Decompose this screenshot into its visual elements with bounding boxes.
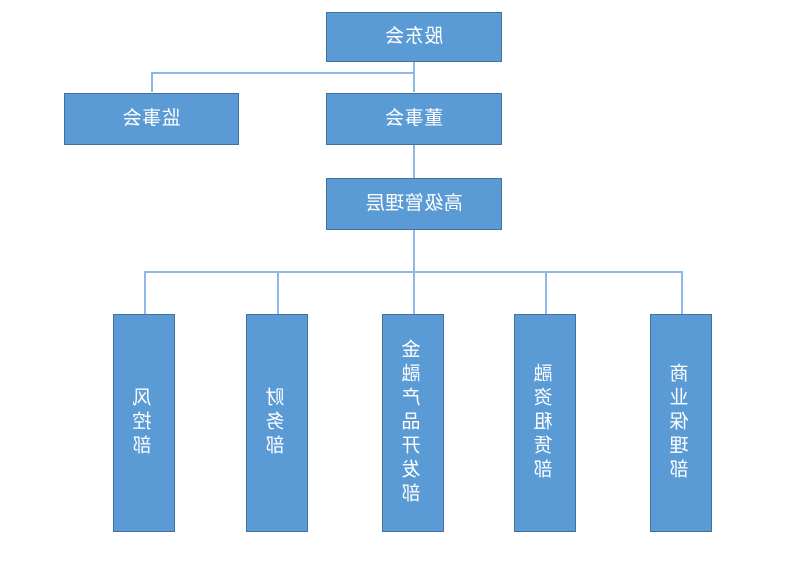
connector-shareholders-down — [413, 61, 415, 73]
node-financial-leasing-dept[interactable]: 融资租赁部 — [514, 314, 576, 532]
node-label-financial-leasing-dept: 融资租赁部 — [533, 363, 556, 483]
node-label-financial-product-development-dept: 金融产品开发部 — [401, 339, 424, 507]
node-label-board-of-directors: 董事会 — [384, 107, 444, 130]
connector-risk-control-up — [144, 271, 146, 314]
node-finance-dept[interactable]: 财务部 — [246, 314, 308, 532]
node-financial-product-development-dept[interactable]: 金融产品开发部 — [382, 314, 444, 532]
connector-level2-bus — [151, 72, 415, 74]
node-label-senior-management: 高级管理层 — [365, 192, 463, 215]
connector-leasing-up — [545, 271, 547, 314]
node-label-commercial-factoring-dept: 商业保理部 — [669, 363, 692, 483]
node-label-board-of-supervisors: 监事会 — [122, 107, 181, 130]
node-label-risk-control-dept: 风控部 — [132, 387, 155, 459]
node-board-of-supervisors[interactable]: 监事会 — [64, 93, 239, 145]
connector-product-dev-up — [413, 271, 415, 314]
connector-factoring-up — [681, 271, 683, 314]
node-risk-control-dept[interactable]: 风控部 — [113, 314, 175, 532]
connector-directors-up — [413, 72, 415, 92]
connector-directors-to-management — [413, 145, 415, 178]
connector-finance-up — [277, 271, 279, 314]
node-label-finance-dept: 财务部 — [265, 387, 288, 459]
node-board-of-directors[interactable]: 董事会 — [326, 93, 502, 145]
node-shareholders-meeting[interactable]: 股东会 — [326, 12, 502, 62]
connector-supervisors-up — [151, 72, 153, 92]
node-commercial-factoring-dept[interactable]: 商业保理部 — [650, 314, 712, 532]
node-senior-management[interactable]: 高级管理层 — [326, 178, 502, 230]
node-label-shareholders-meeting: 股东会 — [384, 25, 444, 48]
